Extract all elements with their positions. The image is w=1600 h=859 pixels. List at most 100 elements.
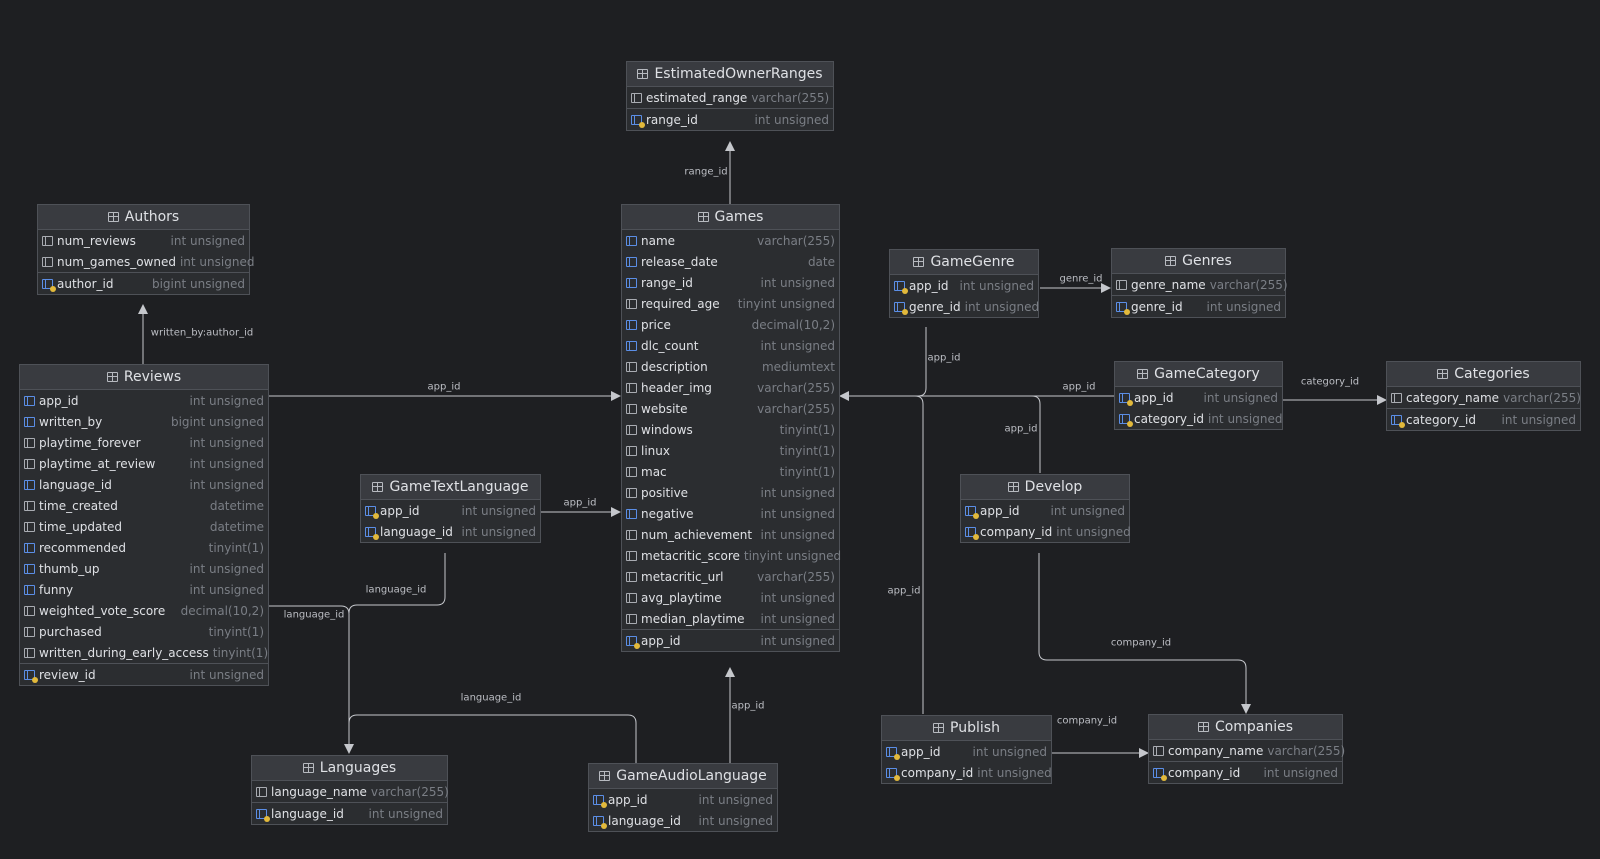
table-header[interactable]: Languages [252, 756, 447, 781]
table-header[interactable]: Develop [961, 475, 1129, 500]
table-header[interactable]: Reviews [20, 365, 268, 390]
table-header[interactable]: Companies [1149, 715, 1342, 740]
column-name: app_id [641, 633, 681, 648]
table-header[interactable]: GameAudioLanguage [589, 764, 777, 789]
table-header[interactable]: Authors [38, 205, 249, 230]
column-row[interactable]: median_playtime int unsigned [622, 608, 839, 629]
column-icon [626, 445, 637, 456]
table-header[interactable]: Publish [882, 716, 1051, 741]
column-name: median_playtime [641, 611, 745, 626]
table-header[interactable]: Categories [1387, 362, 1580, 387]
table-title: EstimatedOwnerRanges [654, 66, 823, 82]
column-type: int unsigned [760, 611, 835, 626]
column-name: windows [641, 422, 693, 437]
table-header[interactable]: Genres [1112, 249, 1285, 274]
column-icon [24, 500, 35, 511]
table-header[interactable]: GameGenre [890, 250, 1038, 275]
table-icon [106, 372, 118, 382]
primary-key-icon [256, 808, 270, 822]
table-header[interactable]: EstimatedOwnerRanges [627, 62, 833, 87]
column-name: category_id [1406, 412, 1476, 427]
column-name: avg_playtime [641, 590, 722, 605]
table-header[interactable]: GameTextLanguage [361, 475, 540, 500]
column-name: num_reviews [57, 233, 136, 248]
table-icon [1137, 369, 1149, 379]
table-header[interactable]: GameCategory [1115, 362, 1282, 387]
table-header[interactable]: Games [622, 205, 839, 230]
